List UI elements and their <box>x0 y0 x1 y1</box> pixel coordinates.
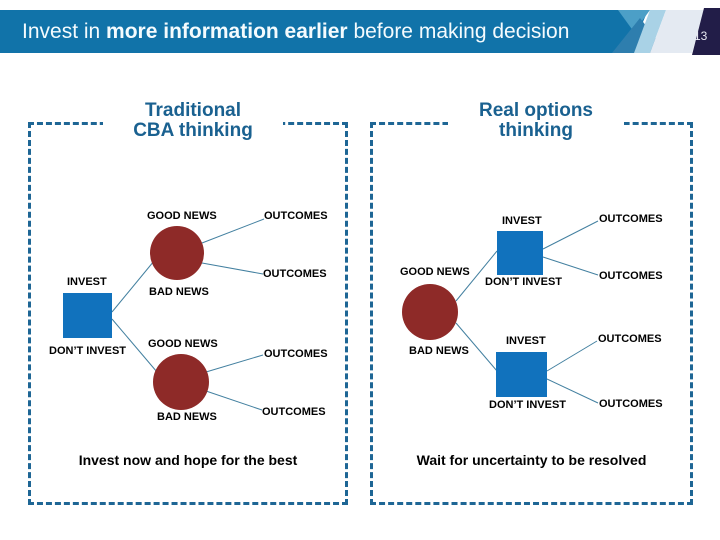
header-accent-top-wedge <box>618 10 650 32</box>
panel-title-traditional-cba: Traditional CBA thinking <box>103 101 283 141</box>
header-band <box>0 8 720 55</box>
slide-title-prefix: Invest in <box>22 20 107 43</box>
panel-title-line2: thinking <box>499 120 573 141</box>
label-bad-news: BAD NEWS <box>149 286 209 298</box>
label-good-news: GOOD NEWS <box>400 266 470 278</box>
panel-real-options <box>370 122 693 505</box>
label-outcomes: OUTCOMES <box>599 213 663 225</box>
page-number: 13 <box>694 29 708 43</box>
slide-title: Invest in more information earlier befor… <box>22 10 569 53</box>
label-good-news: GOOD NEWS <box>147 210 217 222</box>
label-outcomes: OUTCOMES <box>599 398 663 410</box>
panel-caption-right: Wait for uncertainty to be resolved <box>416 452 647 468</box>
label-outcomes: OUTCOMES <box>264 348 328 360</box>
label-outcomes: OUTCOMES <box>262 406 326 418</box>
label-bad-news: BAD NEWS <box>409 345 469 357</box>
panel-title-real-options: Real options thinking <box>448 101 624 141</box>
label-invest: INVEST <box>506 335 546 347</box>
label-invest: INVEST <box>502 215 542 227</box>
label-dont-invest: DON’T INVEST <box>49 345 127 357</box>
panel-title-line2: CBA thinking <box>133 120 253 141</box>
label-outcomes: OUTCOMES <box>599 270 663 282</box>
panel-traditional-cba <box>28 122 348 505</box>
label-invest: INVEST <box>67 276 107 288</box>
label-dont-invest: DON’T INVEST <box>489 399 567 411</box>
label-outcomes: OUTCOMES <box>264 210 328 222</box>
slide-title-emphasis: more information earlier <box>106 20 348 43</box>
header-accent-pale-band <box>650 10 704 53</box>
label-dont-invest: DON’T INVEST <box>485 276 563 288</box>
header-accent-sky-band <box>634 10 666 53</box>
panel-caption-left: Invest now and hope for the best <box>78 452 298 468</box>
slide-title-suffix: before making decision <box>347 20 570 43</box>
header-corner-navy <box>692 8 720 55</box>
header-bar <box>0 10 648 53</box>
panel-title-line1: Traditional <box>144 100 242 121</box>
panel-title-line1: Real options <box>478 100 593 121</box>
label-outcomes: OUTCOMES <box>598 333 662 345</box>
label-outcomes: OUTCOMES <box>263 268 327 280</box>
label-bad-news: BAD NEWS <box>157 411 217 423</box>
label-good-news: GOOD NEWS <box>148 338 218 350</box>
